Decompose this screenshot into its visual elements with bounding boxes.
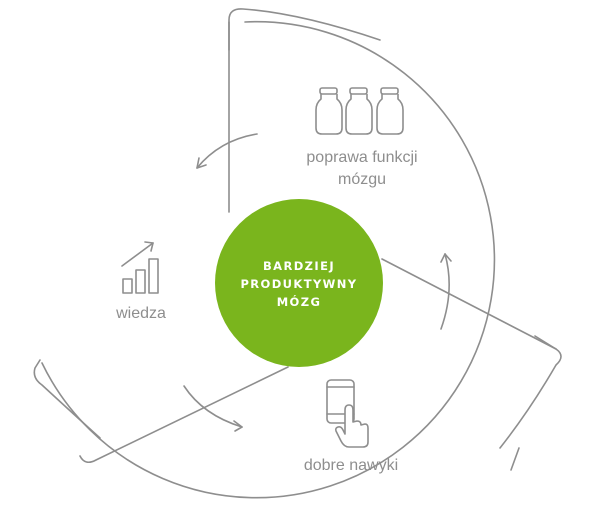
outer-ring [41,20,496,499]
arrow-top-left [196,133,258,169]
arrow-bottom-left [183,385,243,428]
growth-chart-icon [121,241,159,294]
outer-tab-top [228,8,381,51]
arrow-right-up [440,253,450,330]
divider-left [79,366,289,464]
center-label-line-3: MÓZG [277,294,322,309]
center-label-line-2: PRODUKTYWNY [240,277,357,291]
arrow-top-left-head [196,157,207,169]
smartphone-tap-icon [326,379,369,448]
segment-top-label-line-2: mózgu [338,171,386,188]
center-circle [215,199,383,367]
outer-tab-right [499,335,562,449]
segment-left-label: wiedza [115,305,166,322]
arrow-right-up-head [440,253,452,263]
divider-right [381,258,557,350]
outer-tab-left [33,359,101,439]
arrow-bottom-left-head [233,420,243,432]
jars-icon [315,87,404,135]
segment-bottom-label: dobre nawyki [304,457,398,474]
center-label-line-1: BARDZIEJ [263,259,335,273]
divider-right-end [510,447,520,471]
segment-top-label-line-1: poprawa funkcji [306,149,417,166]
